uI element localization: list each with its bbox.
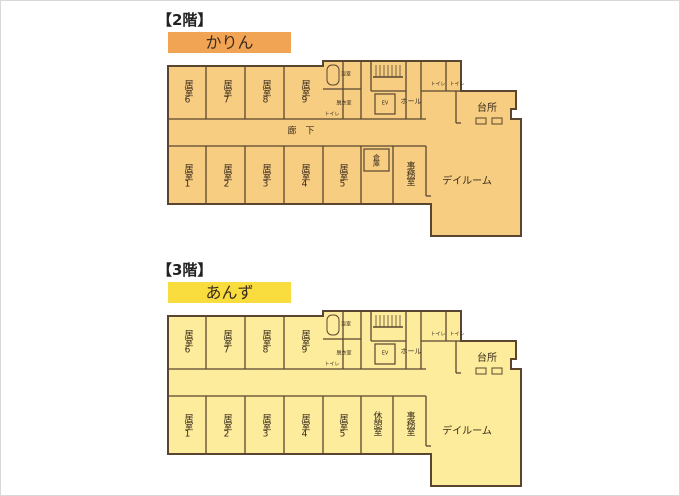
room-label-office: 事務室 — [404, 411, 415, 435]
storage-box — [363, 148, 390, 172]
floor-title: 【2階】 — [157, 11, 213, 29]
room-label-extra: 休憩室 — [371, 411, 382, 435]
floor-3f: 【3階】 あんず 居室6 居室7 居室8 居室9 居室1 居室2 居室3 居室4 居室5 休憩室 事… — [1, 251, 679, 495]
room-label-dayroom: デイルーム — [442, 426, 492, 437]
room-label-wc1: トイレ — [324, 361, 340, 368]
room-label-r6: 居室6 — [182, 329, 193, 355]
room-label-r8: 居室8 — [260, 329, 271, 355]
room-label-bath: 浴室 — [340, 321, 352, 328]
room-label-wc1: トイレ — [324, 111, 340, 118]
room-label-r4: 居室4 — [299, 163, 310, 189]
bathtub — [326, 64, 340, 86]
floor-plan-drawing — [167, 60, 522, 237]
room-label-dayroom: デイルーム — [442, 176, 492, 187]
building-outline — [167, 60, 522, 237]
room-label-r1: 居室1 — [182, 413, 193, 439]
room-label-office: 事務室 — [404, 161, 415, 185]
room-label-dressing: 脱衣室 — [336, 350, 352, 357]
room-label-corridor: 廊 下 — [287, 126, 315, 137]
floor-plan-drawing — [167, 310, 522, 487]
floor-title: 【3階】 — [157, 261, 213, 279]
room-label-kitchen: 台所 — [477, 353, 497, 364]
counter — [475, 367, 487, 375]
room-label-r9: 居室9 — [299, 329, 310, 355]
room-label-ev: EV — [381, 100, 389, 107]
room-label-r7: 居室7 — [221, 79, 232, 105]
room-label-r9: 居室9 — [299, 79, 310, 105]
floor-2f: 【2階】 かりん 居室6 居室7 居室8 居室9 居室1 居室2 居室3 居室4 居室5 廊 下倉… — [1, 1, 679, 251]
counter — [475, 117, 487, 125]
building-outline — [167, 310, 522, 487]
room-label-wc2: トイレ — [430, 81, 446, 88]
room-label-hall: ホール — [400, 97, 422, 106]
room-label-r7: 居室7 — [221, 329, 232, 355]
room-label-r1: 居室1 — [182, 163, 193, 189]
counter — [491, 117, 503, 125]
room-label-r5: 居室5 — [337, 163, 348, 189]
room-label-bath: 浴室 — [340, 71, 352, 78]
room-label-r4: 居室4 — [299, 413, 310, 439]
room-label-r3: 居室3 — [260, 163, 271, 189]
room-label-dressing: 脱衣室 — [336, 100, 352, 107]
unit-name-bar: あんず — [168, 282, 291, 303]
room-label-r8: 居室8 — [260, 79, 271, 105]
elevator — [374, 93, 396, 115]
room-label-r6: 居室6 — [182, 79, 193, 105]
room-label-r5: 居室5 — [337, 413, 348, 439]
room-label-wc3: トイレ — [449, 331, 465, 338]
bathtub — [326, 314, 340, 336]
room-label-r2: 居室2 — [221, 413, 232, 439]
room-label-extra: 倉庫 — [372, 154, 381, 166]
elevator — [374, 343, 396, 365]
room-label-hall: ホール — [400, 347, 422, 356]
unit-name-bar: かりん — [168, 32, 291, 53]
room-label-kitchen: 台所 — [477, 103, 497, 114]
room-label-wc3: トイレ — [449, 81, 465, 88]
counter — [491, 367, 503, 375]
room-label-wc2: トイレ — [430, 331, 446, 338]
room-label-r3: 居室3 — [260, 413, 271, 439]
room-label-ev: EV — [381, 350, 389, 357]
room-label-r2: 居室2 — [221, 163, 232, 189]
